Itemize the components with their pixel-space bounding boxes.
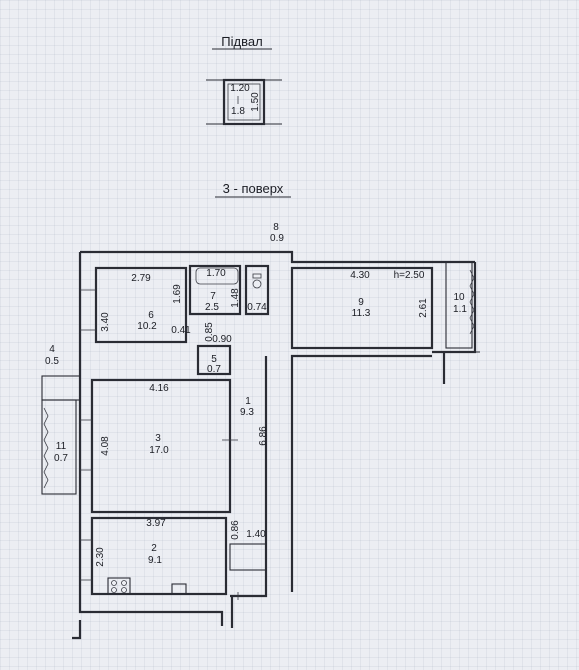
room-9-number: 9 — [358, 297, 364, 308]
dim-2-61: 2.61 — [418, 298, 429, 318]
dim-0-41: 0.41 — [171, 325, 191, 336]
room-4-number: 4 — [49, 344, 55, 355]
stove-icon — [107, 577, 131, 595]
room-5-area: 0.7 — [207, 364, 221, 375]
room-5-outline — [196, 344, 232, 376]
dim-6-86: 6.86 — [258, 426, 269, 446]
room-11-area: 0.7 — [54, 453, 68, 464]
room-2-outline — [90, 516, 228, 596]
entrance — [229, 543, 267, 600]
room-2 — [80, 516, 228, 596]
dim-1-48: 1.48 — [230, 288, 241, 308]
room-10-outline — [445, 261, 473, 349]
entrance-outline — [229, 543, 267, 571]
room-7-outline — [188, 264, 242, 316]
room-6 — [80, 266, 188, 344]
room-10-area: 1.1 — [453, 304, 467, 315]
room-9-outline — [290, 266, 434, 350]
basement-area: 1.8 — [231, 106, 245, 117]
room-2-area: 9.1 — [148, 555, 162, 566]
burner-icon — [121, 587, 127, 593]
wall-left-lower — [78, 380, 224, 626]
room-9-area: 11.3 — [352, 308, 371, 319]
room-7-number: 7 — [210, 291, 216, 302]
room-9 — [290, 266, 434, 350]
dim-2-79: 2.79 — [131, 273, 151, 284]
room-6-number: 6 — [148, 310, 154, 321]
dim-4-08: 4.08 — [100, 436, 111, 456]
basement-room-outline — [222, 78, 266, 126]
room-8-number: 8 — [273, 222, 279, 233]
balcony-rail-right — [469, 269, 475, 335]
room-1-area: 9.3 — [240, 407, 254, 418]
basement-title: Підвал — [221, 34, 262, 49]
dim-4-16: 4.16 — [149, 383, 169, 394]
burner-icon — [121, 580, 127, 586]
dim-1-70: 1.70 — [206, 268, 226, 279]
basement-width: 1.20 — [230, 83, 250, 94]
basement-room-inner — [227, 83, 261, 121]
ceiling-height: h=2.50 — [394, 270, 425, 281]
dim-1-69: 1.69 — [172, 284, 183, 304]
dim-4-30: 4.30 — [350, 270, 370, 281]
room-5-number: 5 — [211, 354, 217, 365]
floor-title: 3 - поверх — [223, 181, 284, 196]
room-3-outline — [90, 378, 232, 514]
dim-0-86: 0.86 — [230, 520, 241, 540]
room-4-outline — [41, 375, 81, 401]
sink-icon — [171, 583, 187, 595]
basement-plan — [206, 78, 282, 126]
wall-corridor-right — [230, 356, 268, 598]
toilet-icon — [252, 279, 262, 289]
dim-3-40: 3.40 — [100, 312, 111, 332]
dim-0-74: 0.74 — [247, 302, 267, 313]
room-8-outline — [244, 264, 270, 316]
balcony-rail-left — [43, 407, 49, 489]
room-7-area: 2.5 — [205, 302, 219, 313]
room-6-outline — [94, 266, 188, 344]
dim-1-40: 1.40 — [246, 529, 266, 540]
wall-bottom-left-stub — [72, 620, 82, 640]
room-4-area: 0.5 — [45, 356, 59, 367]
room-1-number: 1 — [245, 396, 251, 407]
burner-icon — [111, 587, 117, 593]
room-2-number: 2 — [151, 543, 157, 554]
floor-outer-walls — [72, 250, 477, 640]
toilet-tank-icon — [252, 273, 262, 279]
wall-inner-right — [290, 354, 432, 592]
room-7-block — [188, 264, 270, 316]
basement-length: 1.50 — [250, 92, 261, 112]
room-6-area: 10.2 — [137, 321, 157, 332]
burner-icon — [111, 580, 117, 586]
room-3-area: 17.0 — [149, 445, 169, 456]
dim-0-90: 0.90 — [212, 334, 232, 345]
bathtub-icon — [195, 267, 239, 285]
room-10-number: 10 — [453, 292, 465, 303]
room-3 — [80, 378, 238, 514]
room-3-number: 3 — [155, 433, 161, 444]
dim-2-30: 2.30 — [95, 547, 106, 567]
dim-3-97: 3.97 — [146, 518, 166, 529]
room-8-area: 0.9 — [270, 233, 284, 244]
room-11 — [41, 375, 81, 495]
room-11-number: 11 — [56, 441, 67, 452]
wall-top — [80, 250, 475, 264]
dim-0-85: 0.85 — [204, 322, 215, 342]
room-10 — [444, 261, 480, 353]
room-5 — [196, 344, 232, 376]
